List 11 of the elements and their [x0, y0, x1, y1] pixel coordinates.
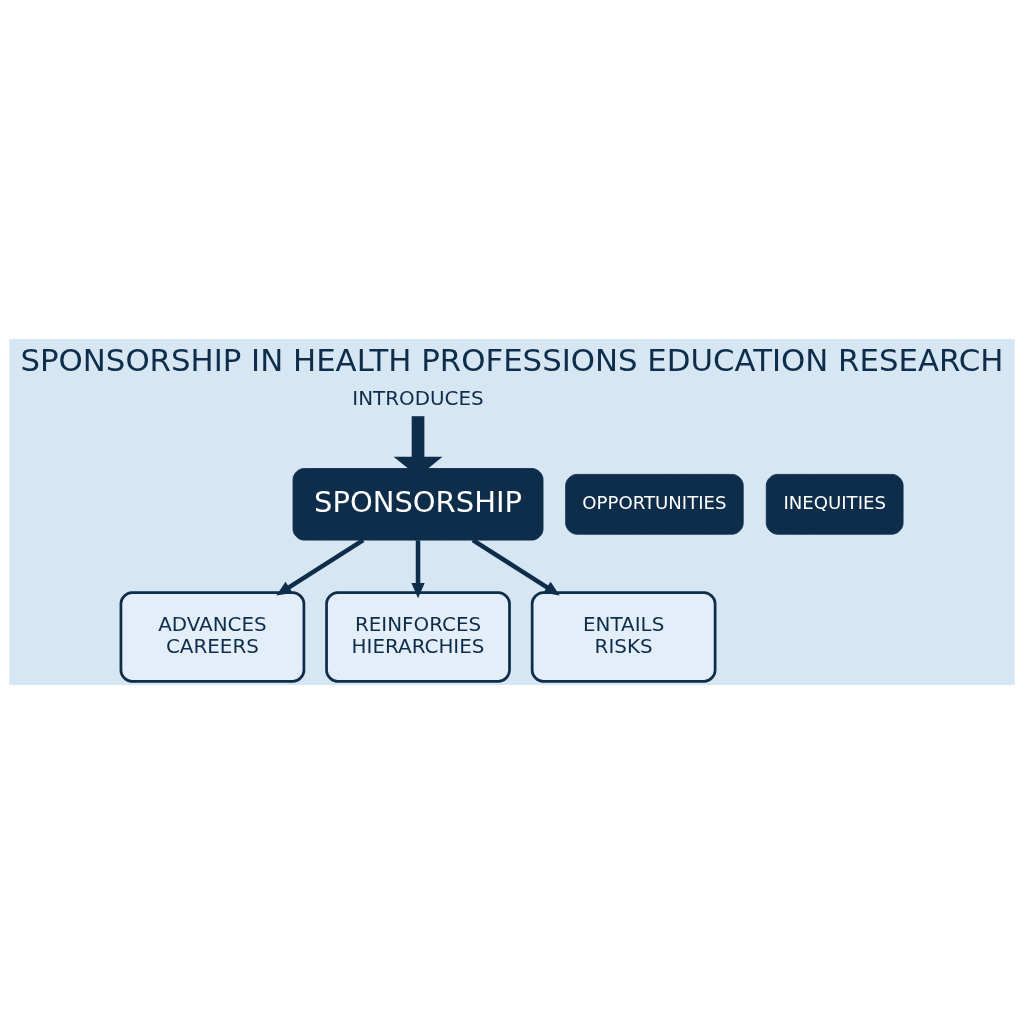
node-box: OPPORTUNITIES [565, 473, 744, 535]
node-box: INEQUITIES [765, 473, 904, 535]
node-box: ENTAILS RISKS [530, 591, 717, 683]
arrow [411, 540, 425, 599]
node-box: ADVANCES CAREERS [119, 591, 306, 683]
diagram-title: SPONSORSHIP IN HEALTH PROFESSIONS EDUCATION RESEARCH [20, 341, 1004, 378]
arrow [471, 538, 560, 596]
arrow [276, 538, 365, 596]
node-text: INTRODUCES [352, 386, 484, 410]
node-box: REINFORCES HIERARCHIES [325, 591, 511, 683]
node-box: SPONSORSHIP [292, 468, 544, 541]
